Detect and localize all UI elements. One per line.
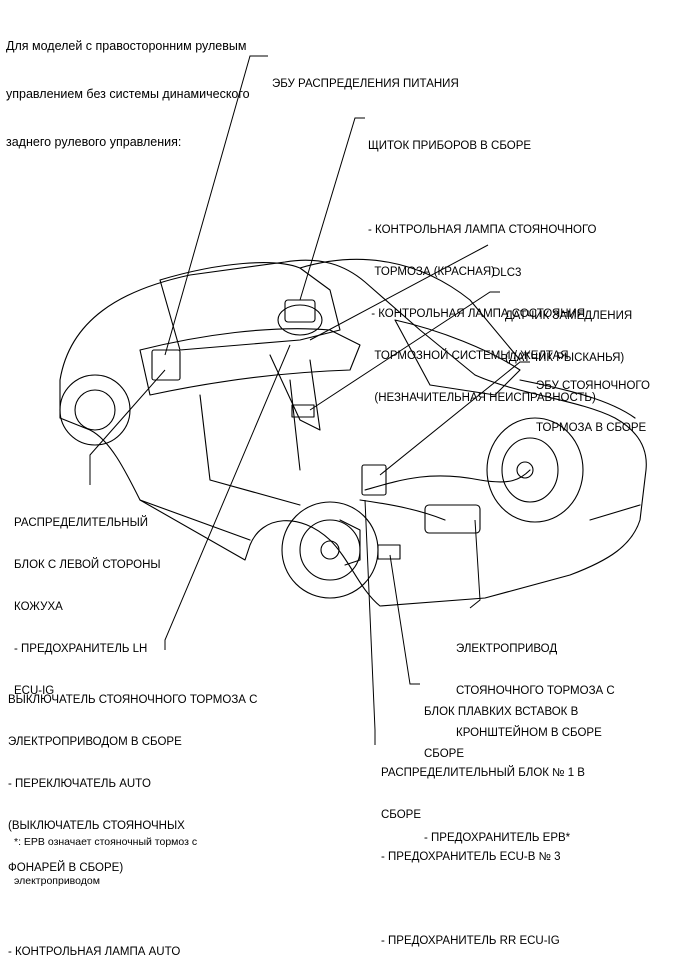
label-line: БЛОК ПЛАВКИХ ВСТАВОК В [424,706,579,718]
label-line: БЛОК С ЛЕВОЙ СТОРОНЫ [14,559,161,571]
label-line: ECU-IG [14,685,55,697]
label-line: (ДАТЧИК РЫСКАНЬЯ) [505,352,625,364]
label-power-distribution-ecu: ЭБУ РАСПРЕДЕЛЕНИЯ ПИТАНИЯ [272,49,459,105]
label-line: (ВЫКЛЮЧАТЕЛЬ СТОЯНОЧНЫХ [8,820,185,832]
footnote: *: EPB означает стояночный тормоз с элек… [14,810,197,901]
label-line: КРОНШТЕЙНОМ В СБОРЕ [456,727,602,739]
rear-wheel-right [486,417,584,523]
header-line: Для моделей с правосторонним рулевым [6,39,247,53]
label-line: ЭБУ РАСПРЕДЕЛЕНИЯ ПИТАНИЯ [272,78,459,90]
label-line: ТОРМОЗНОЙ СИСТЕМЫ / ЖЕЛТАЯ [368,350,569,362]
label-dlc3: DLC3 [492,238,521,294]
label-line: ЭЛЕКТРОПРИВОДОМ В СБОРЕ [8,736,182,748]
epb-actuator-body [424,504,481,534]
label-line: СБОРЕ [381,809,422,821]
leader-epb-actuator [469,519,481,609]
label-line: DLC3 [492,267,522,279]
label-line: - ПЕРЕКЛЮЧАТЕЛЬ AUTO [8,778,151,790]
car-body-outline [59,259,647,607]
label-left-cowl-junction-block: РАСПРЕДЕЛИТЕЛЬНЫЙ БЛОК С ЛЕВОЙ СТОРОНЫ К… [14,488,161,712]
windshield [159,262,341,351]
label-line: ЩИТОК ПРИБОРОВ В СБОРЕ [368,140,532,152]
footnote-line: *: EPB означает стояночный тормоз с [14,836,198,848]
door-line [199,379,301,506]
label-line: СТОЯНОЧНОГО ТОРМОЗА С [456,685,615,697]
label-line: ЭЛЕКТРОПРИВОД [456,643,558,655]
dashboard [139,328,361,396]
trunk-line [519,379,641,521]
meter-part [284,299,316,323]
leader-fuse [389,554,420,685]
leader-left-junction [89,369,166,485]
label-junction-block-1: РАСПРЕДЕЛИТЕЛЬНЫЙ БЛОК № 1 В СБОРЕ - ПРЕ… [381,738,585,962]
label-line: - ПРЕДОХРАНИТЕЛЬ LH [14,643,148,655]
header-line: управлением без системы динамического [6,87,250,101]
leader-power-ecu [164,55,268,356]
epb-ecu-part [361,464,387,496]
label-line: - КОНТРОЛЬНАЯ ЛАМПА СОСТОЯНИЯ [368,308,586,320]
label-line: КОЖУХА [14,601,63,613]
steering-wheel [277,304,323,336]
label-deceleration-sensor: ДАТЧИК ЗАМЕДЛЕНИЯ (ДАТЧИК РЫСКАНЬЯ) [505,281,632,379]
leader-meter [299,117,365,301]
rear-wheel-left [281,501,379,599]
leader-epb-ecu [379,361,530,476]
header-line: заднего рулевого управления: [6,135,182,149]
leader-decel [309,291,500,411]
sill-line [139,499,251,541]
label-combination-meter: ЩИТОК ПРИБОРОВ В СБОРЕ - КОНТРОЛЬНАЯ ЛАМ… [368,111,596,419]
label-line: РАСПРЕДЕЛИТЕЛЬНЫЙ [14,517,149,529]
rear-window [394,319,521,396]
epb-cable [364,469,531,491]
leader-junction1 [364,499,376,745]
label-line: РАСПРЕДЕЛИТЕЛЬНЫЙ БЛОК № 1 В [381,767,585,779]
header-caption: Для моделей с правосторонним рулевым упр… [6,6,250,166]
label-line: ТОРМОЗА (КРАСНАЯ) [368,266,495,278]
label-line: ЭБУ СТОЯНОЧНОГО [536,380,650,392]
diagram-stage: Для моделей с правосторонним рулевым упр… [6,6,650,958]
label-line: - КОНТРОЛЬНАЯ ЛАМПА AUTO [8,946,181,958]
label-line: - ПРЕДОХРАНИТЕЛЬ RR ECU-IG [381,935,560,947]
decel-sensor-part [291,404,315,418]
leader-dlc3 [309,244,489,341]
label-line [381,892,585,906]
roof-line [299,258,521,361]
label-line: - КОНТРОЛЬНАЯ ЛАМПА СТОЯНОЧНОГО [368,224,597,236]
label-fusible-link-block: БЛОК ПЛАВКИХ ВСТАВОК В СБОРЕ - ПРЕДОХРАН… [424,677,578,859]
label-line: - ПРЕДОХРАНИТЕЛЬ ECU-B № 3 [381,851,561,863]
power-ecu-part [151,349,181,381]
label-line [368,181,596,195]
label-line [8,903,257,917]
vehicle-illustration [59,55,647,745]
label-line: ДАТЧИК ЗАМЕДЛЕНИЯ [505,310,633,322]
front-wheel [59,374,131,446]
label-line: ВЫКЛЮЧАТЕЛЬ СТОЯНОЧНОГО ТОРМОЗА С [8,694,258,706]
fuse-block-part [377,544,401,560]
leader-epb-switch [164,344,291,650]
footnote-line: электроприводом [14,875,100,887]
label-epb-actuator: ЭЛЕКТРОПРИВОД СТОЯНОЧНОГО ТОРМОЗА С КРОН… [456,614,615,754]
label-line: - ПРЕДОХРАНИТЕЛЬ EPB* [424,832,571,844]
label-line: СБОРЕ [424,748,465,760]
label-line: ТОРМОЗА В СБОРЕ [536,422,647,434]
console [269,354,321,431]
label-epb-ecu: ЭБУ СТОЯНОЧНОГО ТОРМОЗА В СБОРЕ [536,351,650,449]
label-line: (НЕЗНАЧИТЕЛЬНАЯ НЕИСПРАВНОСТЬ) [368,392,596,404]
